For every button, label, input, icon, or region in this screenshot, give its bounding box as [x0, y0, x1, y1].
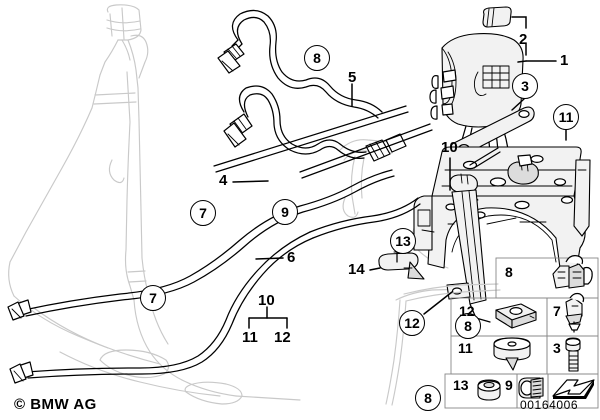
- callout-8-bottom[interactable]: 8: [415, 385, 441, 411]
- part-4-vent-line: [217, 9, 383, 119]
- label-4: 4: [219, 172, 228, 189]
- inset-label-8: 8: [505, 264, 513, 280]
- diagram-id: 00164006: [520, 398, 579, 412]
- inset-label-13: 13: [453, 377, 469, 393]
- label-5: 5: [348, 69, 357, 86]
- callout-8-top[interactable]: 8: [304, 45, 330, 71]
- inset-icon-direction-arrow: [552, 379, 595, 399]
- canister-emblem: [473, 65, 510, 97]
- callout-12-mid[interactable]: 12: [399, 310, 425, 336]
- inset-label-9: 9: [505, 377, 513, 393]
- label-14: 14: [348, 261, 365, 278]
- inset-icon-push-in-clip: [565, 292, 585, 333]
- part-6-lower-vent-line: [7, 169, 395, 384]
- pipes-to-canister: [213, 105, 433, 179]
- label-10-bracket: 10: [258, 292, 275, 309]
- label-2: 2: [519, 31, 528, 48]
- copyright-watermark: © BMW AG: [14, 396, 97, 413]
- callout-13-mid[interactable]: 13: [390, 228, 416, 254]
- callout-7-lower[interactable]: 7: [140, 285, 166, 311]
- inset-icon-spring-clip-double: [552, 255, 593, 289]
- label-12-bracket: 12: [274, 329, 291, 346]
- inset-icon-metal-clip-plate: [495, 303, 537, 329]
- inset-icon-rubber-mount-nut: [477, 379, 501, 401]
- inset-icon-hex-bolt: [565, 337, 581, 372]
- inset-label-12: 12: [459, 303, 475, 319]
- ghost-filler-neck: [8, 4, 301, 405]
- part-14-retaining-tab: [378, 249, 425, 280]
- label-10-upper: 10: [441, 139, 458, 156]
- part-1-charcoal-canister: [429, 33, 535, 158]
- label-11-bracket: 11: [242, 329, 258, 346]
- inset-label-3: 3: [553, 340, 561, 356]
- inset-label-7: 7: [553, 303, 561, 319]
- detail-inset-grid: [444, 255, 599, 409]
- part-10-mounting-bracket: [413, 146, 591, 273]
- inset-label-11: 11: [458, 340, 473, 356]
- part-2-canister-cap: [482, 6, 512, 28]
- label-6: 6: [287, 249, 296, 266]
- inset-icon-hose-clamp: [518, 377, 544, 399]
- callout-7-upper[interactable]: 7: [190, 200, 216, 226]
- inset-icon-rubber-grommet: [493, 337, 531, 371]
- callout-9[interactable]: 9: [272, 199, 298, 225]
- part-9-lower-hose: [309, 197, 501, 406]
- callout-11[interactable]: 11: [553, 104, 579, 130]
- callout-8-mid[interactable]: 8: [455, 313, 481, 339]
- label-1: 1: [560, 52, 569, 69]
- callout-3[interactable]: 3: [512, 73, 538, 99]
